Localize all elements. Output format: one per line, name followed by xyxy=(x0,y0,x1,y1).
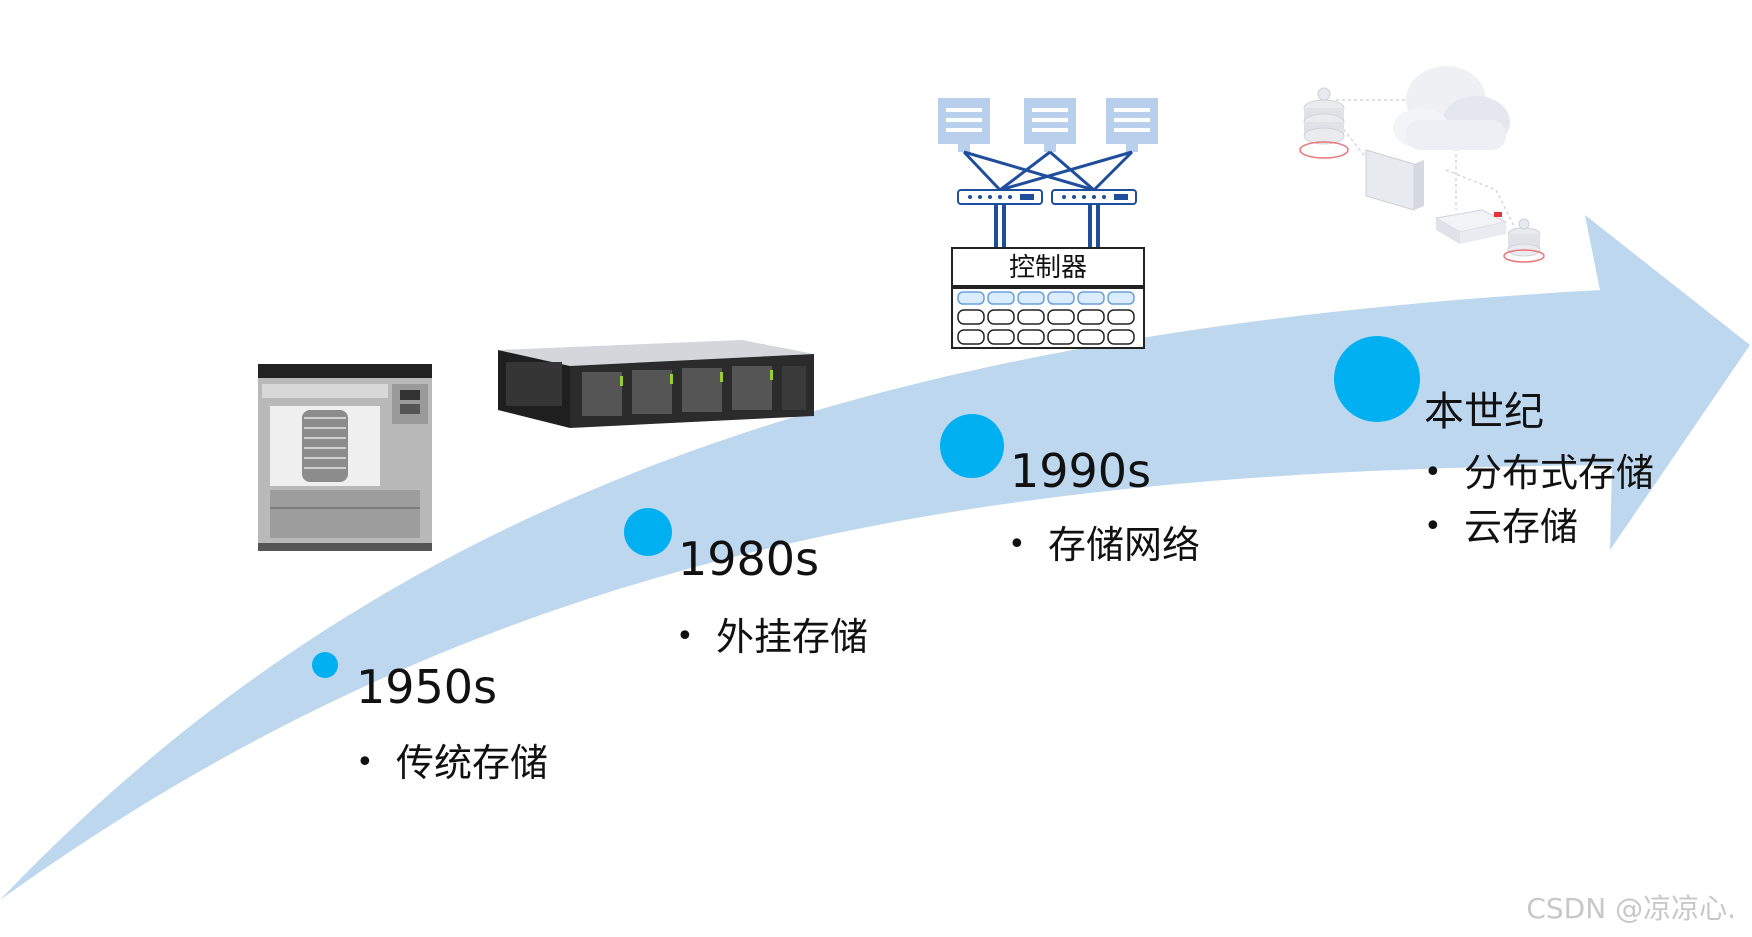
era-year: 1990s xyxy=(1010,444,1152,498)
server-panel-icon xyxy=(1365,149,1424,211)
era-items: 分布式存储 云存储 xyxy=(1424,446,1654,554)
database-icon xyxy=(1299,87,1349,159)
era-item: 存储网络 xyxy=(1008,518,1200,572)
storage-network-illustration: 控制器 xyxy=(938,98,1158,349)
switch-icon xyxy=(957,189,1043,205)
rack-storage-illustration xyxy=(498,340,814,428)
timeline-marker xyxy=(940,414,1004,478)
watermark: CSDN @凉凉心. xyxy=(1526,892,1736,925)
era-items: 外挂存储 xyxy=(676,610,868,664)
server-icon xyxy=(1106,98,1158,152)
timeline-marker xyxy=(1334,336,1420,422)
timeline-marker xyxy=(312,652,338,678)
timeline-marker xyxy=(624,508,672,556)
cloud-icon xyxy=(1393,66,1510,150)
server-icon xyxy=(1024,98,1076,152)
era-items: 存储网络 xyxy=(1008,518,1200,572)
database-icon xyxy=(1503,218,1545,263)
controller-label: 控制器 xyxy=(1009,253,1087,283)
era-year: 1980s xyxy=(678,532,820,586)
storage-device-icon xyxy=(1434,209,1508,244)
mainframe-illustration xyxy=(258,364,432,551)
era-item: 分布式存储 xyxy=(1424,446,1654,500)
era-year: 本世纪 xyxy=(1424,389,1544,435)
cloud-storage-illustration xyxy=(1299,66,1545,263)
era-item: 传统存储 xyxy=(356,736,548,790)
era-items: 传统存储 xyxy=(356,736,548,790)
server-icon xyxy=(938,98,990,152)
switch-icon xyxy=(1051,189,1137,205)
era-year: 1950s xyxy=(356,660,498,714)
era-item: 云存储 xyxy=(1424,500,1654,554)
era-item: 外挂存储 xyxy=(676,610,868,664)
